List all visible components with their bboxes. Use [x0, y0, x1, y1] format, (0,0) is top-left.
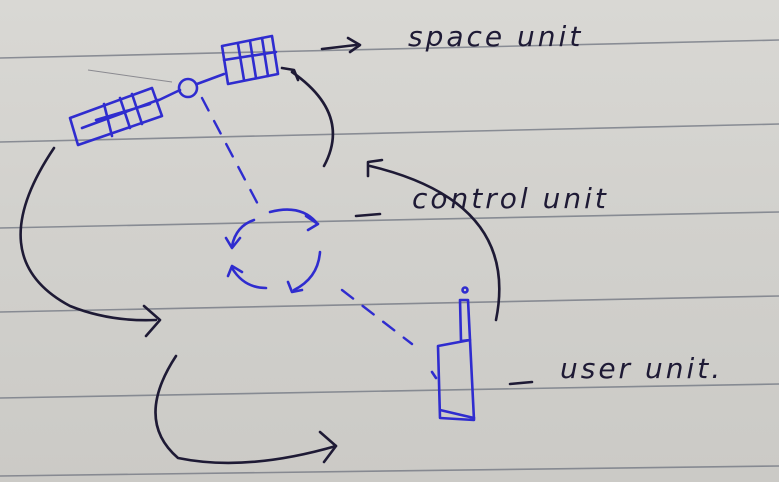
cycle-arrowhead-right: [286, 280, 304, 294]
satellite-body: [177, 77, 199, 99]
arrow-space-loop-down: [19, 146, 158, 322]
cycle-arrow-top: [268, 208, 318, 224]
cycle-arrow-bottom-left: [230, 266, 268, 290]
user-device-icon: [430, 286, 476, 422]
device-side-edge: [430, 370, 438, 380]
control-unit-icon: [224, 208, 322, 294]
downlink-dashed-line: [340, 288, 414, 346]
left-panel-grid: [80, 92, 160, 138]
antenna-line: [87, 69, 173, 83]
pointer-control-unit: [354, 212, 382, 218]
cycle-arrow-right: [292, 250, 322, 292]
arrow-user-to-control: [368, 164, 501, 322]
space-unit-label: space unit: [408, 20, 584, 53]
rule-line: [0, 465, 779, 477]
rule-line: [0, 123, 779, 143]
cycle-arrow-left: [230, 218, 256, 248]
rule-line: [0, 383, 779, 399]
antenna-tip: [461, 286, 469, 294]
arrowhead: [142, 304, 162, 338]
rule-line: [0, 211, 779, 229]
device-body: [436, 338, 476, 422]
satellite-arm-left: [155, 88, 182, 103]
left-solar-panel: [68, 86, 164, 147]
flow-arrows: [19, 36, 534, 465]
arrowhead: [318, 430, 338, 464]
rule-line: [0, 295, 779, 313]
device-antenna: [458, 298, 472, 343]
control-unit-label: control unit: [412, 182, 609, 215]
ruled-lines: [0, 39, 779, 477]
pointer-arrowhead: [346, 36, 362, 54]
pointer-user-unit: [508, 380, 534, 386]
arrowhead: [280, 66, 300, 82]
cycle-arrowhead-bottom-left: [226, 264, 244, 278]
uplink-dashed-line: [200, 96, 264, 214]
satellite-arm-right: [195, 72, 226, 86]
pointer-space-unit: [320, 43, 358, 51]
arrowhead: [366, 158, 384, 178]
rule-line: [0, 39, 779, 59]
arrow-bottom-loop: [154, 354, 338, 465]
device-bottom-edge: [438, 408, 476, 420]
satellite-icon: [68, 34, 280, 147]
cycle-arrowhead-left: [224, 236, 242, 250]
right-panel-grid: [222, 36, 278, 82]
cycle-arrowhead-top: [304, 214, 320, 232]
arrow-control-to-space: [290, 70, 335, 168]
user-unit-label: user unit.: [560, 352, 724, 385]
right-solar-panel: [220, 34, 280, 86]
